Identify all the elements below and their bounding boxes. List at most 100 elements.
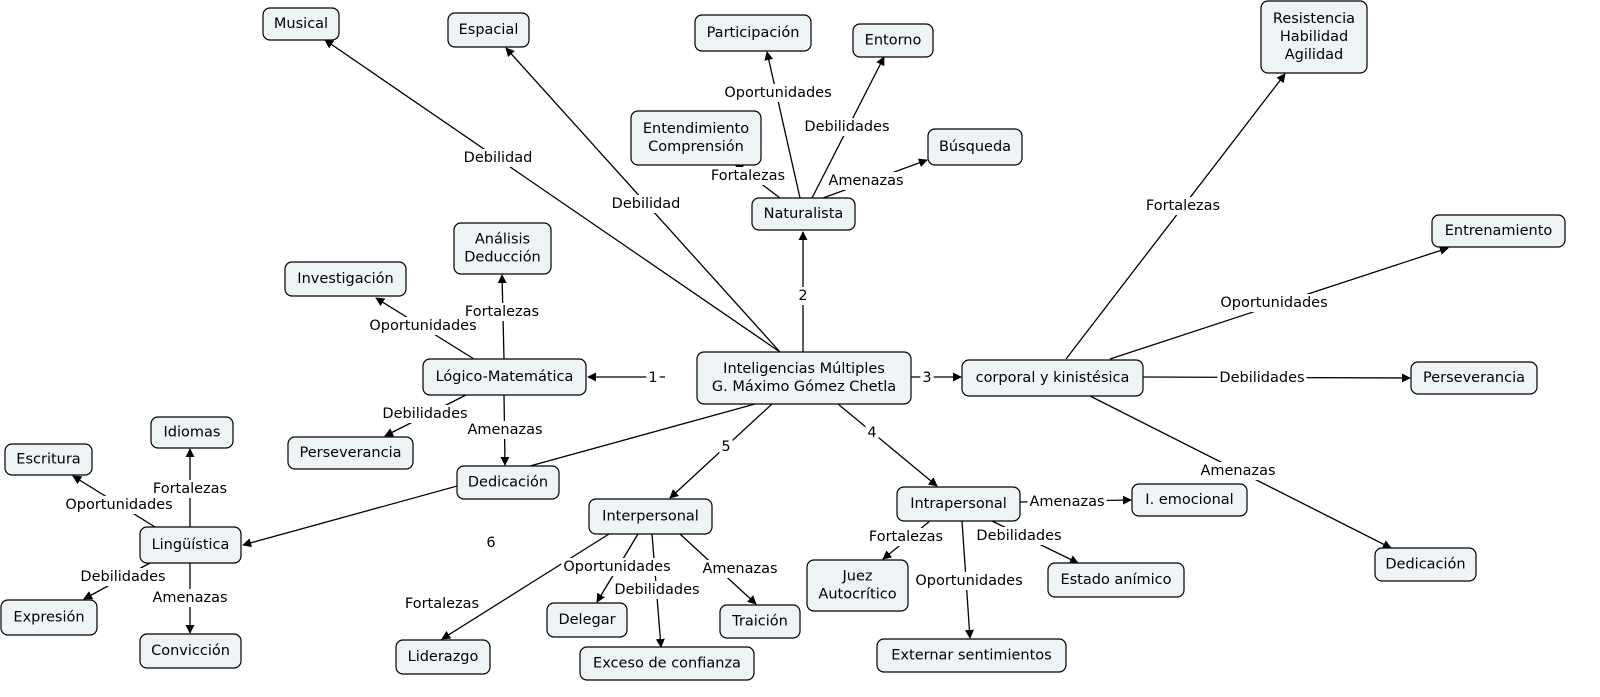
node-box bbox=[456, 465, 560, 500]
concept-node-center: Inteligencias Múltiples G. Máximo Gómez C… bbox=[696, 351, 912, 405]
concept-node-entrenamiento: Entrenamiento bbox=[1431, 214, 1566, 248]
node-label: Entorno bbox=[865, 33, 922, 49]
node-box bbox=[395, 639, 491, 675]
node-box bbox=[287, 436, 414, 470]
concept-node-linguistica: Lingüística bbox=[139, 526, 242, 564]
edge-label-background bbox=[609, 195, 683, 213]
edge-label: Debilidad bbox=[461, 149, 535, 167]
edge-label-background bbox=[719, 438, 733, 456]
node-box bbox=[1131, 483, 1248, 517]
edge-label-background bbox=[367, 317, 479, 335]
node-label: Agilidad bbox=[1285, 47, 1344, 63]
edge-interpersonal-to-liderazgo bbox=[441, 533, 610, 640]
node-box bbox=[284, 261, 407, 297]
node-label: Investigación bbox=[297, 271, 393, 287]
edge-label-text: 4 bbox=[867, 425, 876, 441]
node-label: Delegar bbox=[558, 612, 615, 628]
edge-label-background bbox=[796, 287, 810, 305]
node-label: Naturalista bbox=[764, 206, 844, 222]
node-label: G. Máximo Gómez Chetla bbox=[712, 379, 896, 395]
edge-label-background bbox=[1027, 493, 1107, 511]
node-label: Juez bbox=[842, 569, 873, 585]
edge-label-text: Debilidades bbox=[804, 119, 889, 135]
edge-label-text: Fortalezas bbox=[711, 168, 785, 184]
edge-label-background bbox=[402, 595, 482, 613]
edge-label-text: Amenazas bbox=[467, 422, 542, 438]
concept-node-logico: Lógico-Matemática bbox=[422, 358, 587, 396]
edge-label: Fortalezas bbox=[462, 303, 542, 321]
edge-label: 4 bbox=[865, 424, 879, 442]
node-label: Traición bbox=[731, 614, 788, 630]
edge-label-text: 2 bbox=[798, 288, 807, 304]
node-label: Lógico-Matemática bbox=[436, 369, 574, 385]
node-box bbox=[1431, 214, 1566, 248]
edge-label-background bbox=[974, 527, 1064, 545]
edge-label-text: 5 bbox=[721, 439, 730, 455]
node-label: I. emocional bbox=[1145, 492, 1233, 508]
edge-arrow bbox=[764, 51, 801, 199]
node-box bbox=[1374, 547, 1477, 582]
concept-node-espacial: Espacial bbox=[447, 12, 530, 48]
edge-label: Amenazas bbox=[700, 560, 780, 578]
edge-label: Oportunidades bbox=[367, 317, 479, 335]
edge-label-background bbox=[561, 558, 673, 576]
edge-label-text: Oportunidades bbox=[65, 497, 172, 513]
node-label: Dedicación bbox=[1385, 557, 1465, 573]
node-label: Comprensión bbox=[648, 139, 744, 155]
edge-label-background bbox=[722, 84, 834, 102]
concept-node-dedicacion_l: Dedicación bbox=[456, 465, 560, 500]
concept-node-delegar: Delegar bbox=[546, 602, 628, 638]
concept-node-perseverancia_l: Perseverancia bbox=[287, 436, 414, 470]
node-label: Perseverancia bbox=[1423, 370, 1525, 386]
node-label: Escritura bbox=[16, 452, 80, 468]
edge-label-background bbox=[612, 581, 702, 599]
edge-label-text: Debilidades bbox=[976, 528, 1061, 544]
node-label: Expresión bbox=[13, 610, 84, 626]
concept-node-investigacion: Investigación bbox=[284, 261, 407, 297]
edge-arrow bbox=[837, 403, 938, 487]
concept-node-intrapersonal: Intrapersonal bbox=[896, 486, 1021, 522]
node-label: Inteligencias Múltiples bbox=[723, 361, 885, 377]
edge-label: 6 bbox=[484, 534, 498, 552]
node-label: Dedicación bbox=[468, 475, 548, 491]
node-label: Autocrítico bbox=[818, 587, 896, 603]
concept-node-naturalista: Naturalista bbox=[751, 197, 856, 231]
edge-label-text: Amenazas bbox=[702, 561, 777, 577]
edge-label-background bbox=[461, 149, 535, 167]
edge-arrow bbox=[1065, 73, 1286, 360]
node-label: Entrenamiento bbox=[1445, 223, 1553, 239]
edge-label: Debilidades bbox=[612, 581, 702, 599]
node-label: corporal y kinistésica bbox=[976, 370, 1130, 386]
edge-naturalista-to-participacion bbox=[764, 51, 801, 199]
edge-label: 5 bbox=[719, 438, 733, 456]
node-label: Habilidad bbox=[1280, 29, 1348, 45]
edge-arrow bbox=[324, 39, 781, 353]
node-box bbox=[579, 646, 755, 681]
edge-label: Oportunidades bbox=[561, 558, 673, 576]
edge-corporal-to-resistencia bbox=[1065, 73, 1286, 360]
edge-label-text: Amenazas bbox=[828, 173, 903, 189]
edge-label-background bbox=[380, 405, 470, 423]
node-label: Liderazgo bbox=[408, 649, 479, 665]
node-box bbox=[588, 498, 713, 535]
node-box bbox=[696, 351, 912, 405]
edge-center-to-intrapersonal bbox=[837, 403, 938, 487]
node-box bbox=[896, 486, 1021, 522]
edge-label-background bbox=[826, 172, 906, 190]
edge-label-text: Oportunidades bbox=[1220, 295, 1327, 311]
edge-arrow bbox=[441, 533, 610, 640]
edge-labels-layer: 123456DebilidadDebilidadOportunidadesDeb… bbox=[63, 84, 1330, 613]
edge-label: Fortalezas bbox=[1143, 197, 1223, 215]
node-label: Idiomas bbox=[164, 425, 221, 441]
node-box bbox=[1260, 0, 1368, 74]
node-label: Búsqueda bbox=[939, 139, 1011, 155]
edge-label-text: 3 bbox=[922, 370, 931, 386]
concept-node-liderazgo: Liderazgo bbox=[395, 639, 491, 675]
concept-node-expresion: Expresión bbox=[0, 599, 98, 636]
edge-label: Fortalezas bbox=[402, 595, 482, 613]
node-box bbox=[453, 222, 552, 275]
concept-node-estado: Estado anímico bbox=[1047, 562, 1185, 598]
edge-label-text: Oportunidades bbox=[915, 573, 1022, 589]
concept-node-busqueda: Búsqueda bbox=[927, 128, 1023, 166]
